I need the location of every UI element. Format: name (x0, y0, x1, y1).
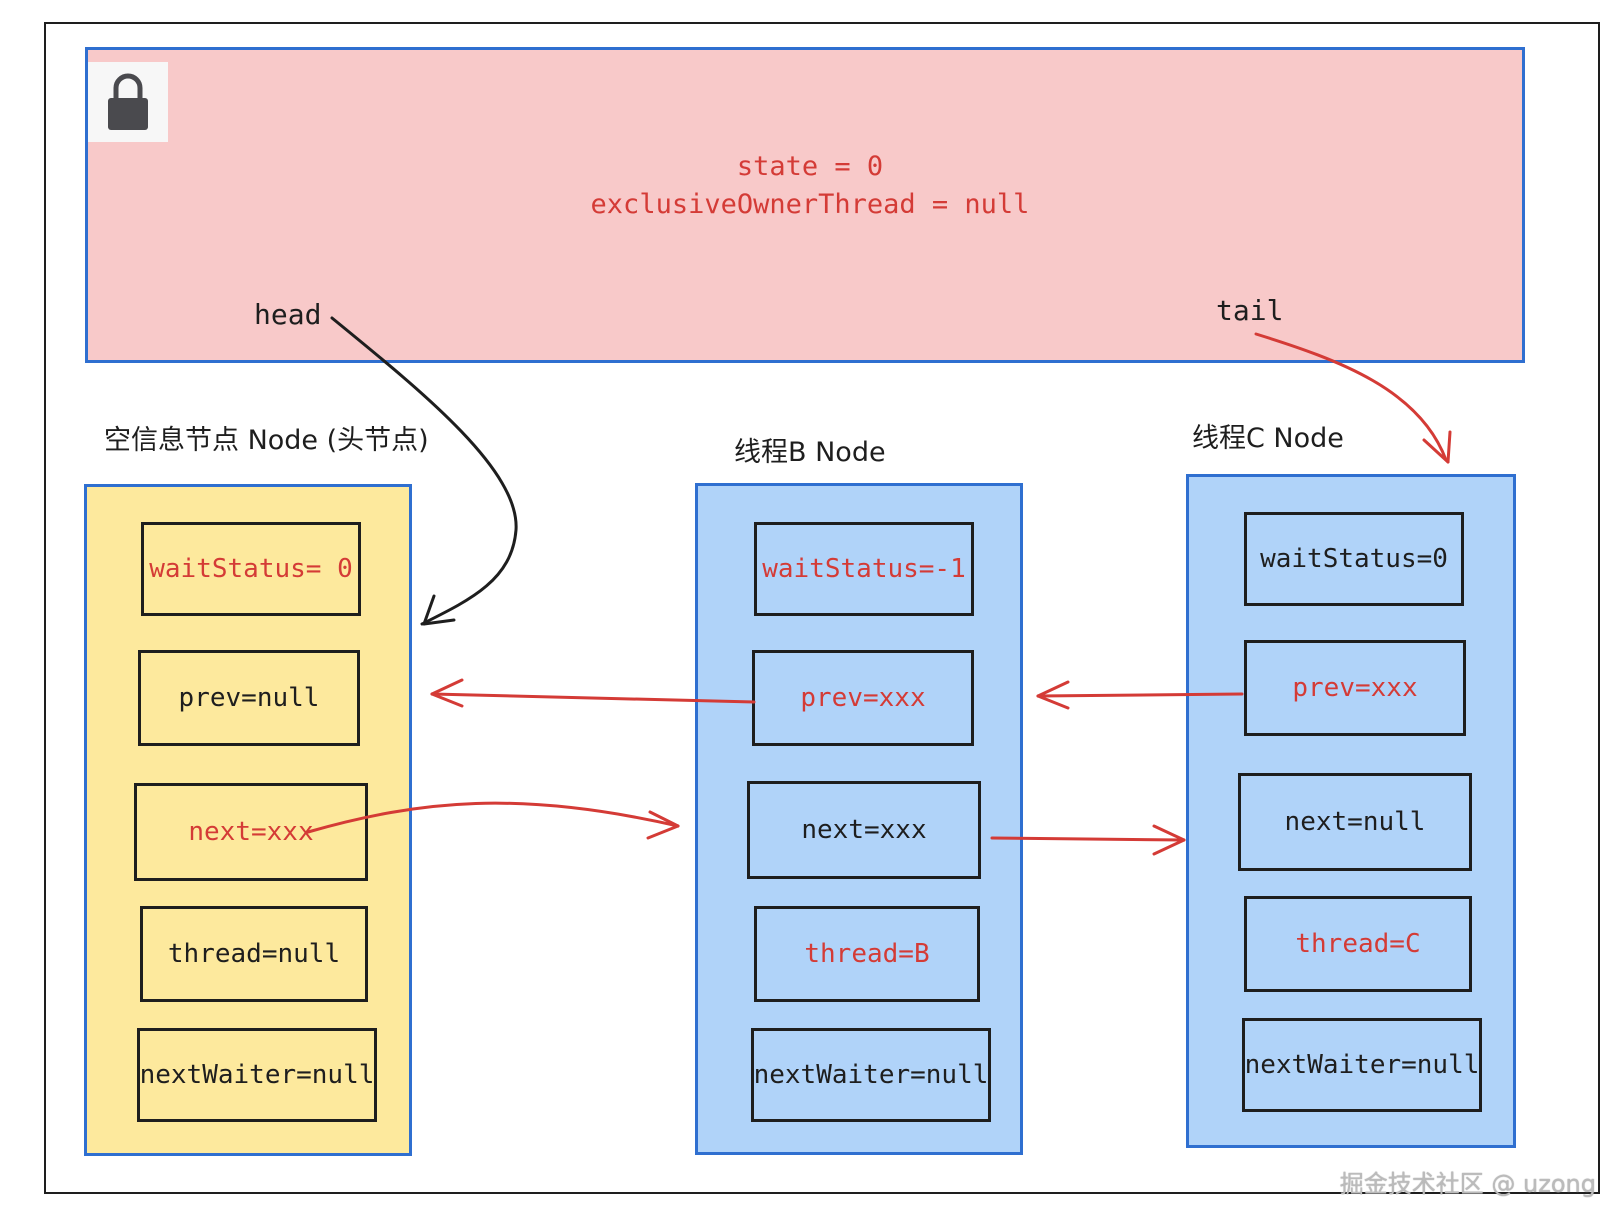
thread-b-node (695, 483, 1023, 1155)
c-thread-field: thread=C (1244, 896, 1472, 992)
aqs-state-box (85, 47, 1525, 363)
head-prev-field: prev=null (138, 650, 360, 746)
b-thread-field: thread=B (754, 906, 980, 1002)
head-pointer-label: head (254, 298, 322, 331)
head-next-field: next=xxx (134, 783, 368, 881)
thread-b-node-title: 线程B Node (734, 437, 886, 468)
c-next-field: next=null (1238, 773, 1472, 871)
b-prev-field: prev=xxx (752, 650, 974, 746)
lock-icon-tile (88, 62, 168, 142)
state-value: state = 0 (736, 151, 884, 182)
tail-pointer-label: tail (1216, 294, 1284, 327)
head-thread-field: thread=null (140, 906, 368, 1002)
head-nextwaiter-field: nextWaiter=null (137, 1028, 377, 1122)
thread-c-node-title: 线程C Node (1192, 423, 1344, 454)
aqs-state-text: state = 0 exclusiveOwnerThread = null (560, 148, 1060, 224)
b-waitstatus-field: waitStatus=-1 (754, 522, 974, 616)
c-waitstatus-field: waitStatus=0 (1244, 512, 1464, 606)
c-prev-field: prev=xxx (1244, 640, 1466, 736)
head-node-title: 空信息节点 Node (头节点) (104, 425, 429, 456)
b-nextwaiter-field: nextWaiter=null (751, 1028, 991, 1122)
lock-icon (108, 73, 148, 130)
owner-thread-value: exclusiveOwnerThread = null (590, 189, 1030, 220)
c-nextwaiter-field: nextWaiter=null (1242, 1018, 1482, 1112)
head-waitstatus-field: waitStatus= 0 (141, 522, 361, 616)
watermark: 掘金技术社区 @ uzong (1339, 1170, 1596, 1198)
diagram-frame (44, 22, 1600, 1194)
b-next-field: next=xxx (747, 781, 981, 879)
